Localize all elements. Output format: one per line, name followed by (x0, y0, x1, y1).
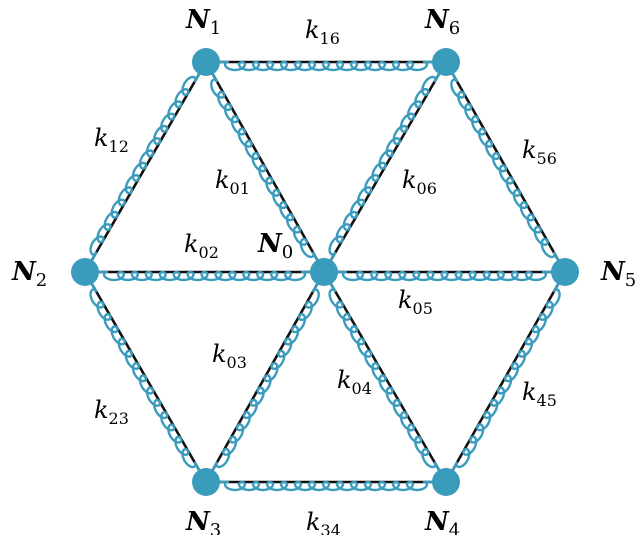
spring-k05 (324, 270, 565, 282)
spring-label-k05: k05 (398, 286, 433, 318)
node-label-sub: 6 (449, 18, 460, 39)
node-label-base: N (424, 5, 450, 35)
node-label-sub: 3 (210, 520, 221, 535)
spring-label-sub: 56 (537, 149, 557, 168)
spring-label-sub: 04 (352, 379, 372, 398)
spring-label-base: k (306, 508, 321, 535)
spring-k23 (83, 271, 208, 483)
spring-label-sub: 16 (320, 29, 340, 48)
spring-k45 (444, 271, 567, 483)
spring-label-k04: k04 (337, 366, 372, 398)
node-n2 (71, 258, 99, 286)
spring-label-sub: 05 (413, 299, 433, 318)
node-label-n6: N6 (424, 5, 460, 39)
spring-label-sub: 34 (321, 521, 341, 535)
spring-label-base: k (305, 16, 320, 44)
node-n4 (432, 468, 460, 496)
spring-label-sub: 45 (537, 391, 557, 410)
spring-label-k01: k01 (215, 166, 250, 198)
spring-label-base: k (522, 378, 537, 406)
spring-label-k16: k16 (305, 16, 340, 48)
spring-label-sub: 01 (230, 179, 250, 198)
spring-k02 (85, 270, 324, 282)
spring-k04 (322, 271, 448, 483)
spring-label-sub: 02 (199, 243, 219, 262)
spring-label-base: k (215, 166, 230, 194)
spring-k12 (83, 61, 208, 273)
spring-label-base: k (337, 366, 352, 394)
node-label-sub: 0 (282, 242, 293, 263)
spring-label-sub: 03 (227, 353, 247, 372)
spring-label-k02: k02 (184, 230, 219, 262)
node-n5 (551, 258, 579, 286)
spring-label-base: k (402, 166, 417, 194)
node-n0 (310, 258, 338, 286)
node-label-n1: N1 (185, 5, 221, 39)
spring-label-base: k (184, 230, 199, 258)
node-label-n5: N5 (600, 257, 636, 291)
spring-label-base: k (522, 136, 537, 164)
node-label-n3: N3 (185, 507, 221, 535)
spring-label-k56: k56 (522, 136, 557, 168)
node-label-base: N (257, 229, 283, 259)
spring-label-k23: k23 (94, 396, 129, 428)
spring-label-base: k (94, 396, 109, 424)
node-label-base: N (424, 507, 450, 535)
node-label-sub: 2 (36, 270, 47, 291)
spring-label-k12: k12 (94, 124, 129, 156)
node-label-n0: N0 (257, 229, 293, 263)
node-label-sub: 4 (449, 520, 460, 535)
spring-k56 (444, 61, 567, 273)
node-label-sub: 5 (625, 270, 636, 291)
spring-label-sub: 06 (417, 179, 437, 198)
node-label-base: N (600, 257, 626, 287)
spring-label-sub: 23 (109, 409, 129, 428)
spring-k16 (206, 60, 446, 72)
node-n1 (192, 48, 220, 76)
node-n6 (432, 48, 460, 76)
springs-layer (83, 60, 567, 492)
spring-k34 (206, 480, 446, 492)
spring-k06 (322, 61, 448, 273)
spring-label-base: k (398, 286, 413, 314)
node-label-base: N (11, 257, 37, 287)
spring-label-k06: k06 (402, 166, 437, 198)
node-label-n2: N2 (11, 257, 47, 291)
spring-k03 (204, 271, 326, 483)
node-label-n4: N4 (424, 507, 460, 535)
spring-label-sub: 12 (109, 137, 129, 156)
spring-label-k03: k03 (212, 340, 247, 372)
node-n3 (192, 468, 220, 496)
nodes-layer (71, 48, 579, 496)
node-label-base: N (185, 5, 211, 35)
node-label-sub: 1 (210, 18, 221, 39)
spring-label-k34: k34 (306, 508, 341, 535)
spring-label-base: k (212, 340, 227, 368)
spring-k01 (204, 61, 326, 273)
spring-label-k45: k45 (522, 378, 557, 410)
node-label-base: N (185, 507, 211, 535)
spring-label-base: k (94, 124, 109, 152)
